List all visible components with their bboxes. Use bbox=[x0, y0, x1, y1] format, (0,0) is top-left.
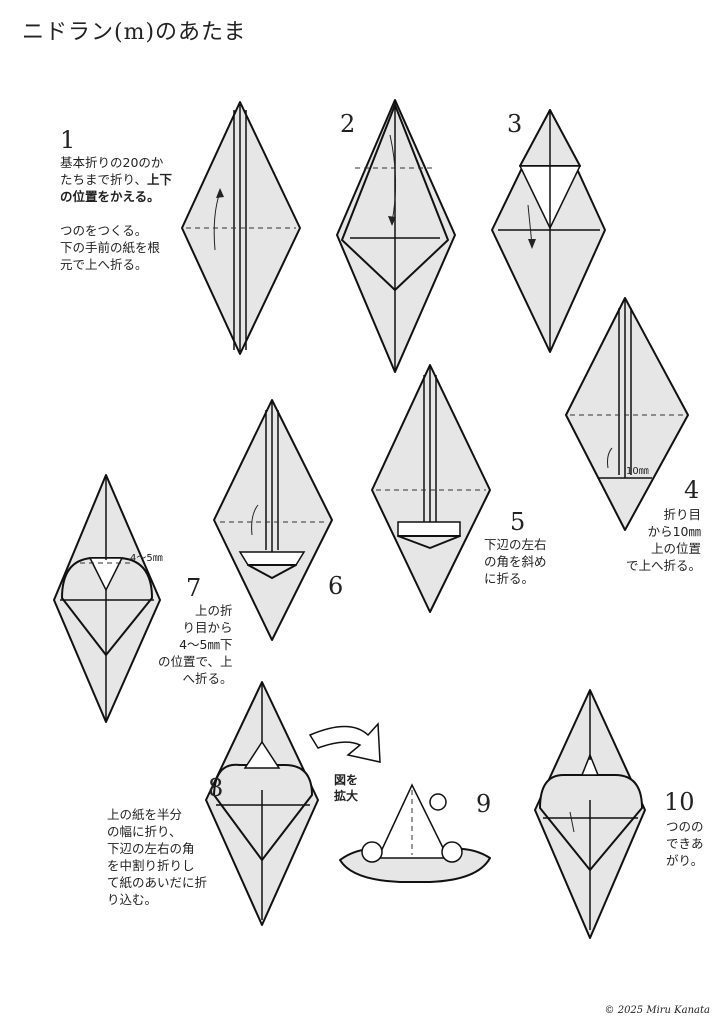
step-number-10: 10 bbox=[664, 788, 695, 816]
step-7-measure-label: 4〜5㎜ bbox=[130, 553, 163, 564]
step-7-text: 上の折 り目から 4〜5㎜下 の位置で、上 へ折る。 bbox=[158, 603, 233, 686]
step-number-6: 6 bbox=[328, 572, 344, 600]
step-1-text-c: つのをつくる。 下の手前の紙を根 元で上へ折る。 bbox=[60, 223, 161, 272]
step-9-figure bbox=[339, 783, 491, 883]
step-6-figure bbox=[213, 399, 333, 641]
step-5-text: 下辺の左右 の角を斜め に折る。 bbox=[484, 537, 547, 586]
step-number-1: 1 bbox=[60, 126, 76, 154]
step-8-figure bbox=[205, 681, 319, 926]
enlarge-badge: 図を 拡大 bbox=[334, 773, 359, 803]
step-10-figure bbox=[534, 689, 646, 939]
enlarge-arrow bbox=[308, 722, 381, 763]
step-number-8: 8 bbox=[208, 774, 224, 802]
copyright: © 2025 Miru Kanata bbox=[604, 1005, 710, 1016]
page-title: ニドラン(m)のあたま bbox=[22, 20, 247, 45]
step-5-figure bbox=[371, 364, 491, 613]
step-1-figure bbox=[181, 101, 301, 355]
step-number-9: 9 bbox=[476, 790, 492, 818]
step-4-figure bbox=[565, 297, 689, 531]
step-4-measure-label: 10㎜ bbox=[626, 466, 649, 477]
step-number-2: 2 bbox=[340, 110, 356, 138]
step-4-text: 折り目 から10㎜ 上の位置 で上へ折る。 bbox=[626, 507, 702, 573]
step-8-text: 上の紙を半分 の幅に折り、 下辺の左右の角 を中割り折りし て紙のあいだに折 り… bbox=[107, 807, 208, 907]
step-number-4: 4 bbox=[684, 476, 700, 504]
step-7-figure bbox=[53, 474, 161, 723]
step-number-7: 7 bbox=[186, 574, 202, 602]
step-3-figure bbox=[491, 109, 606, 353]
step-1-text-a: 基本折りの20のか たちまで折り、 bbox=[60, 155, 164, 187]
step-10-text: つのの できあ がり。 bbox=[666, 819, 704, 868]
step-1-text: 基本折りの20のか たちまで折り、上下 の位置をかえる。 つのをつくる。 下の手… bbox=[60, 154, 172, 273]
step-number-3: 3 bbox=[507, 110, 523, 138]
step-2-figure bbox=[336, 99, 456, 373]
step-1-text-b: 上下 の位置をかえる。 bbox=[60, 172, 173, 204]
step-number-5: 5 bbox=[510, 508, 526, 536]
